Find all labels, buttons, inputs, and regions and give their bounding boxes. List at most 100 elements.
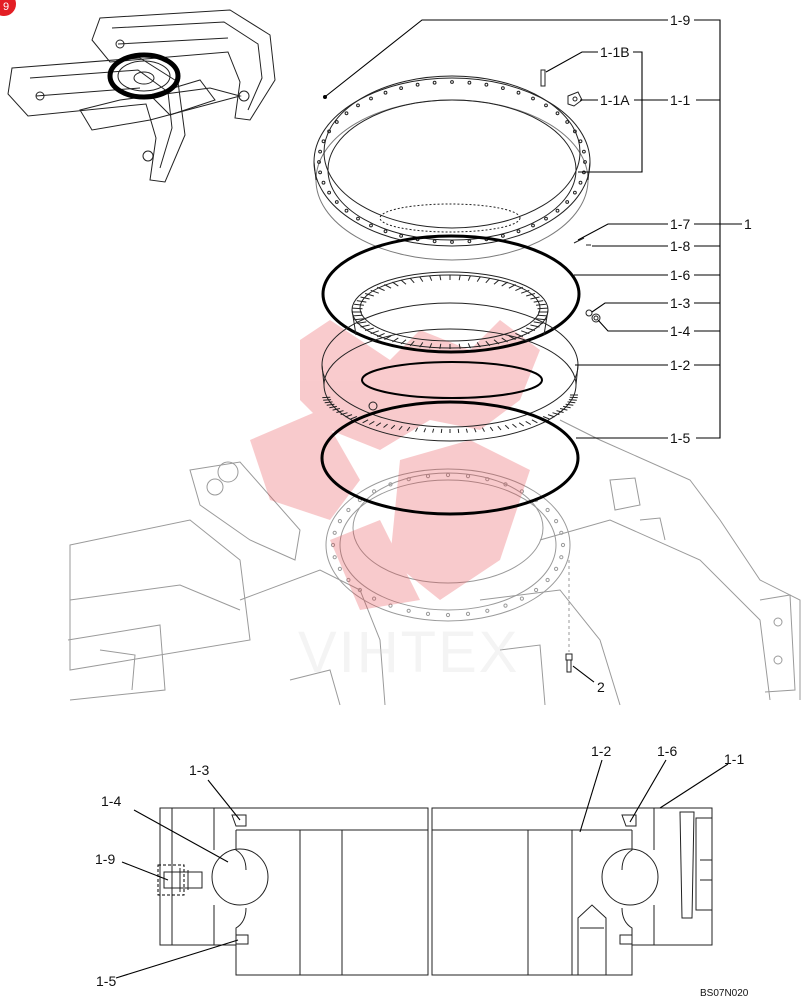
bolt-hole xyxy=(555,111,560,116)
bolt-hole xyxy=(369,223,373,228)
gear-tooth xyxy=(354,318,364,321)
exploded-labels: 1-9 1-1B 1-1A 1-1 1-7 1 1-8 1-6 1-3 1-4 … xyxy=(597,12,752,695)
gear-tooth xyxy=(458,343,461,349)
gear-tooth xyxy=(537,307,548,310)
bolt-hole xyxy=(321,180,326,185)
bolt-hole xyxy=(583,160,587,164)
bolt-hole xyxy=(317,160,321,164)
bolt-hole xyxy=(334,120,339,124)
bolt-hole xyxy=(346,507,351,513)
section-labels: 1-3 1-4 1-9 1-5 1-2 1-6 1-1 xyxy=(95,743,744,989)
gear-tooth xyxy=(537,314,548,317)
gear-tooth xyxy=(521,330,530,335)
gear-tooth xyxy=(384,335,392,340)
part-bolt-2 xyxy=(565,560,573,673)
bolt-hole xyxy=(573,190,577,195)
gear-tooth xyxy=(493,279,500,285)
gear-tooth xyxy=(392,281,399,287)
bolt-hole xyxy=(554,566,559,572)
bolt-hole xyxy=(467,80,472,85)
label-2: 2 xyxy=(597,679,605,695)
bolt-hole xyxy=(573,129,577,134)
gear-tooth xyxy=(409,277,415,284)
upper-frame-background xyxy=(67,419,801,706)
gear-tooth xyxy=(559,408,568,411)
gear-tooth xyxy=(383,423,388,428)
gear-tooth xyxy=(400,339,407,345)
bolt-hole xyxy=(372,596,377,601)
bolt-hole xyxy=(369,96,373,101)
exploded-leaders xyxy=(325,19,742,683)
outer-gear-teeth xyxy=(322,394,578,433)
gear-tooth xyxy=(419,276,424,282)
gear-tooth xyxy=(356,321,367,324)
gear-tooth xyxy=(376,286,385,292)
gear-tooth xyxy=(415,427,419,432)
label-1: 1 xyxy=(744,216,752,232)
gear-tooth xyxy=(467,343,471,349)
watermark: VIHTEX xyxy=(250,320,540,685)
bolt-hole xyxy=(327,129,332,134)
bolt-hole xyxy=(318,149,323,154)
gear-tooth xyxy=(370,330,379,335)
gear-tooth xyxy=(521,289,530,294)
bolt-hole xyxy=(544,216,548,221)
bolt-hole xyxy=(544,103,548,108)
gear-tooth xyxy=(352,307,363,310)
gear-tooth xyxy=(501,281,508,287)
bolt-hole xyxy=(383,229,388,234)
page-badge-text: 9 xyxy=(3,1,9,13)
bolt-hole xyxy=(578,139,583,144)
gear-tooth xyxy=(542,416,550,420)
bolt-hole xyxy=(399,234,404,238)
bolt-hole xyxy=(484,82,489,87)
gear-tooth xyxy=(326,403,335,406)
bolt-hole xyxy=(399,86,404,90)
section-label-1-3: 1-3 xyxy=(189,762,209,778)
gear-tooth xyxy=(530,324,540,328)
bolt-hole xyxy=(465,611,471,617)
part-seal-1-6 xyxy=(321,234,581,354)
gear-tooth xyxy=(512,423,517,428)
bolt-hole xyxy=(503,603,508,608)
gear-tooth xyxy=(356,300,367,303)
part-plug-1-1A xyxy=(567,91,583,107)
bolt-hole xyxy=(445,612,451,618)
gear-tooth xyxy=(439,275,442,281)
gear-tooth xyxy=(345,414,353,418)
bolt-hole xyxy=(516,90,521,95)
bolt-hole xyxy=(555,208,560,213)
bolt-hole xyxy=(503,482,508,487)
thumbnail-undercarriage xyxy=(7,9,276,183)
part-outer-ring xyxy=(313,75,591,261)
bolt-hole xyxy=(425,611,431,617)
gear-tooth xyxy=(533,321,544,324)
gear-tooth xyxy=(515,286,524,292)
part-1-7-1-8 xyxy=(573,237,591,246)
bolt-hole xyxy=(330,542,336,548)
gear-tooth xyxy=(390,424,396,430)
bolt-hole xyxy=(388,482,393,487)
gear-tooth xyxy=(485,340,491,347)
bolt-hole xyxy=(501,234,505,238)
section-label-1-1: 1-1 xyxy=(724,751,744,767)
part-spacer-1-4 xyxy=(591,313,601,323)
gear-tooth xyxy=(376,332,385,338)
bolt-hole xyxy=(519,596,525,601)
gear-tooth xyxy=(563,405,571,409)
bolt-hole xyxy=(559,555,564,560)
bolt-hole xyxy=(334,200,339,204)
label-1-1B: 1-1B xyxy=(600,44,630,60)
gear-tooth xyxy=(556,410,564,413)
gear-tooth xyxy=(536,318,546,321)
gear-tooth xyxy=(368,420,375,425)
gear-tooth xyxy=(439,343,442,349)
section-leaders xyxy=(115,759,729,979)
gear-tooth xyxy=(406,426,411,432)
label-1-6: 1-6 xyxy=(670,267,690,283)
gear-tooth xyxy=(497,425,502,431)
gear-tooth xyxy=(525,420,532,425)
bolt-hole xyxy=(432,80,437,85)
gear-tooth xyxy=(360,324,370,328)
part-inner-lip xyxy=(379,203,521,233)
